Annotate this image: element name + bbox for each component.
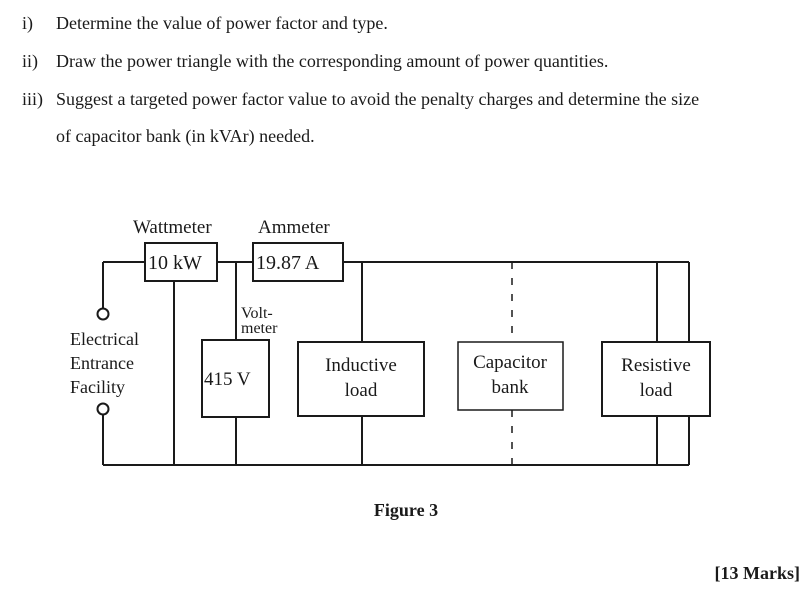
source-label-line3: Facility (70, 377, 125, 397)
figure-caption: Figure 3 (373, 500, 439, 520)
resistive-load-line1: Resistive (621, 355, 691, 376)
question-3-number: iii) (22, 89, 43, 109)
wattmeter-label: Wattmeter (133, 217, 212, 238)
voltmeter-label-line2: meter (241, 320, 278, 337)
source-label-line1: Electrical (70, 329, 139, 349)
voltmeter-box (201, 339, 270, 418)
question-1-text: Determine the value of power factor and … (56, 13, 388, 33)
circuit-diagram: Wattmeter 10 kW Ammeter 19.87 A Volt- me… (70, 217, 711, 466)
ammeter-reading: 19.87 A (256, 252, 320, 274)
inductive-load-line2: load (345, 380, 378, 401)
terminal-top (96, 307, 110, 321)
resistive-load-line2: load (640, 380, 673, 401)
resistive-load-box (601, 341, 711, 417)
question-1-number: i) (22, 13, 33, 33)
terminal-bottom (96, 402, 110, 416)
question-3-continuation-text: of capacitor bank (in kVAr) needed. (56, 126, 315, 146)
question-2-text: Draw the power triangle with the corresp… (56, 51, 609, 71)
inductive-load-line1: Inductive (325, 355, 397, 376)
question-3-text: Suggest a targeted power factor value to… (56, 89, 700, 109)
voltmeter-label-line1: Volt- (241, 305, 273, 322)
voltmeter-reading: 415 V (204, 369, 251, 390)
question-3-continuation: of capacitor bank (in kVAr) needed. (56, 125, 315, 147)
capacitor-bank-line1: Capacitor (473, 352, 548, 373)
source-label-line2: Entrance (70, 353, 134, 373)
capacitor-bank-line2: bank (492, 377, 529, 398)
ammeter-label: Ammeter (258, 217, 330, 238)
question-2-number: ii) (22, 51, 38, 71)
wattmeter-box (144, 242, 218, 282)
marks-label: [13 Marks] (714, 563, 800, 583)
capacitor-bank-box (457, 341, 564, 411)
wattmeter-reading: 10 kW (148, 252, 202, 274)
inductive-load-box (297, 341, 425, 417)
ammeter-box (252, 242, 344, 282)
